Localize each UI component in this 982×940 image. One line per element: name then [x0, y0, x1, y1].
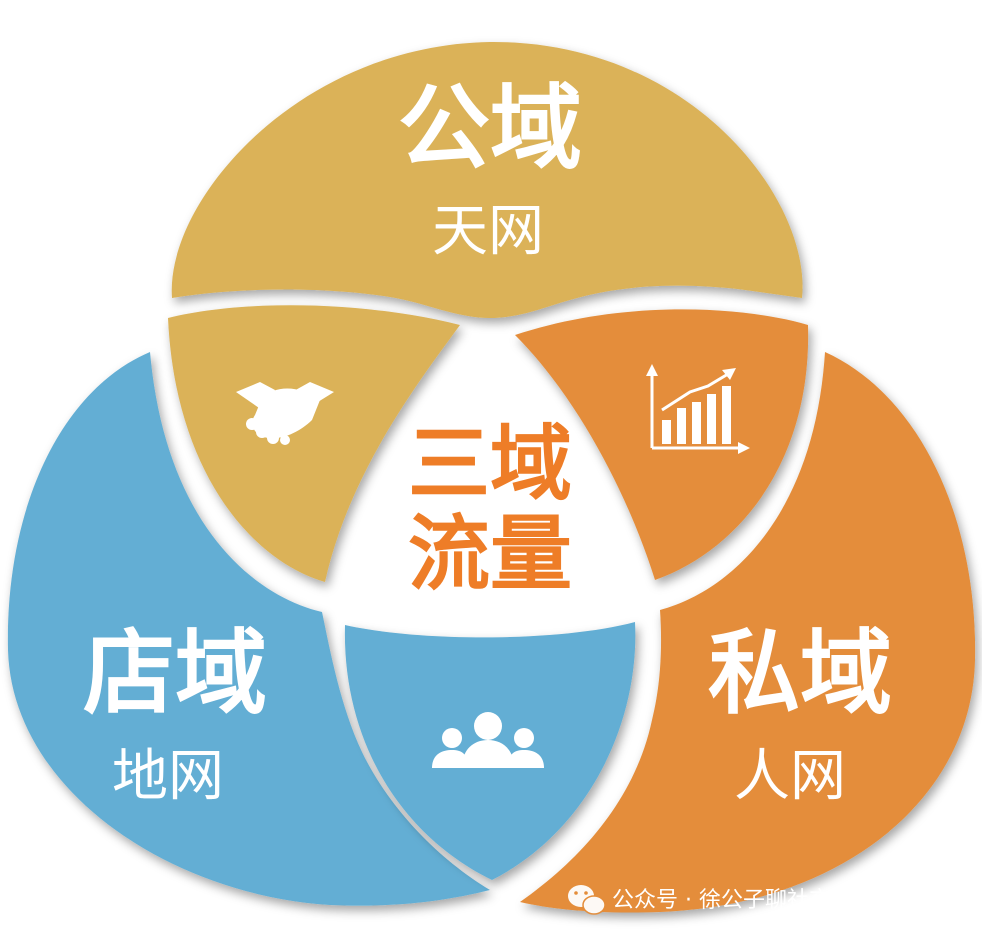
center-title-line2: 流量: [408, 507, 572, 602]
store-domain-subtitle: 地网: [112, 744, 224, 809]
store-domain-region: [7, 352, 490, 906]
public-domain-title: 公域: [398, 75, 582, 182]
handshake-icon: [236, 382, 334, 445]
store-domain-title: 店域: [83, 620, 267, 727]
public-domain-region: [171, 41, 803, 318]
center-title-line1: 三域: [408, 417, 572, 512]
private-domain-region: [520, 352, 976, 913]
wechat-icon: [568, 885, 606, 915]
private-domain-subtitle: 人网: [734, 744, 846, 809]
public-private-overlap: [515, 309, 809, 580]
private-domain-title: 私域: [708, 620, 892, 727]
watermark-text: 公众号 · 徐公子聊社交新商业: [612, 888, 897, 913]
bar-chart-icon: [646, 364, 750, 454]
public-domain-subtitle: 天网: [432, 199, 544, 264]
public-store-overlap: [168, 305, 460, 582]
group-users-icon: [432, 712, 544, 768]
